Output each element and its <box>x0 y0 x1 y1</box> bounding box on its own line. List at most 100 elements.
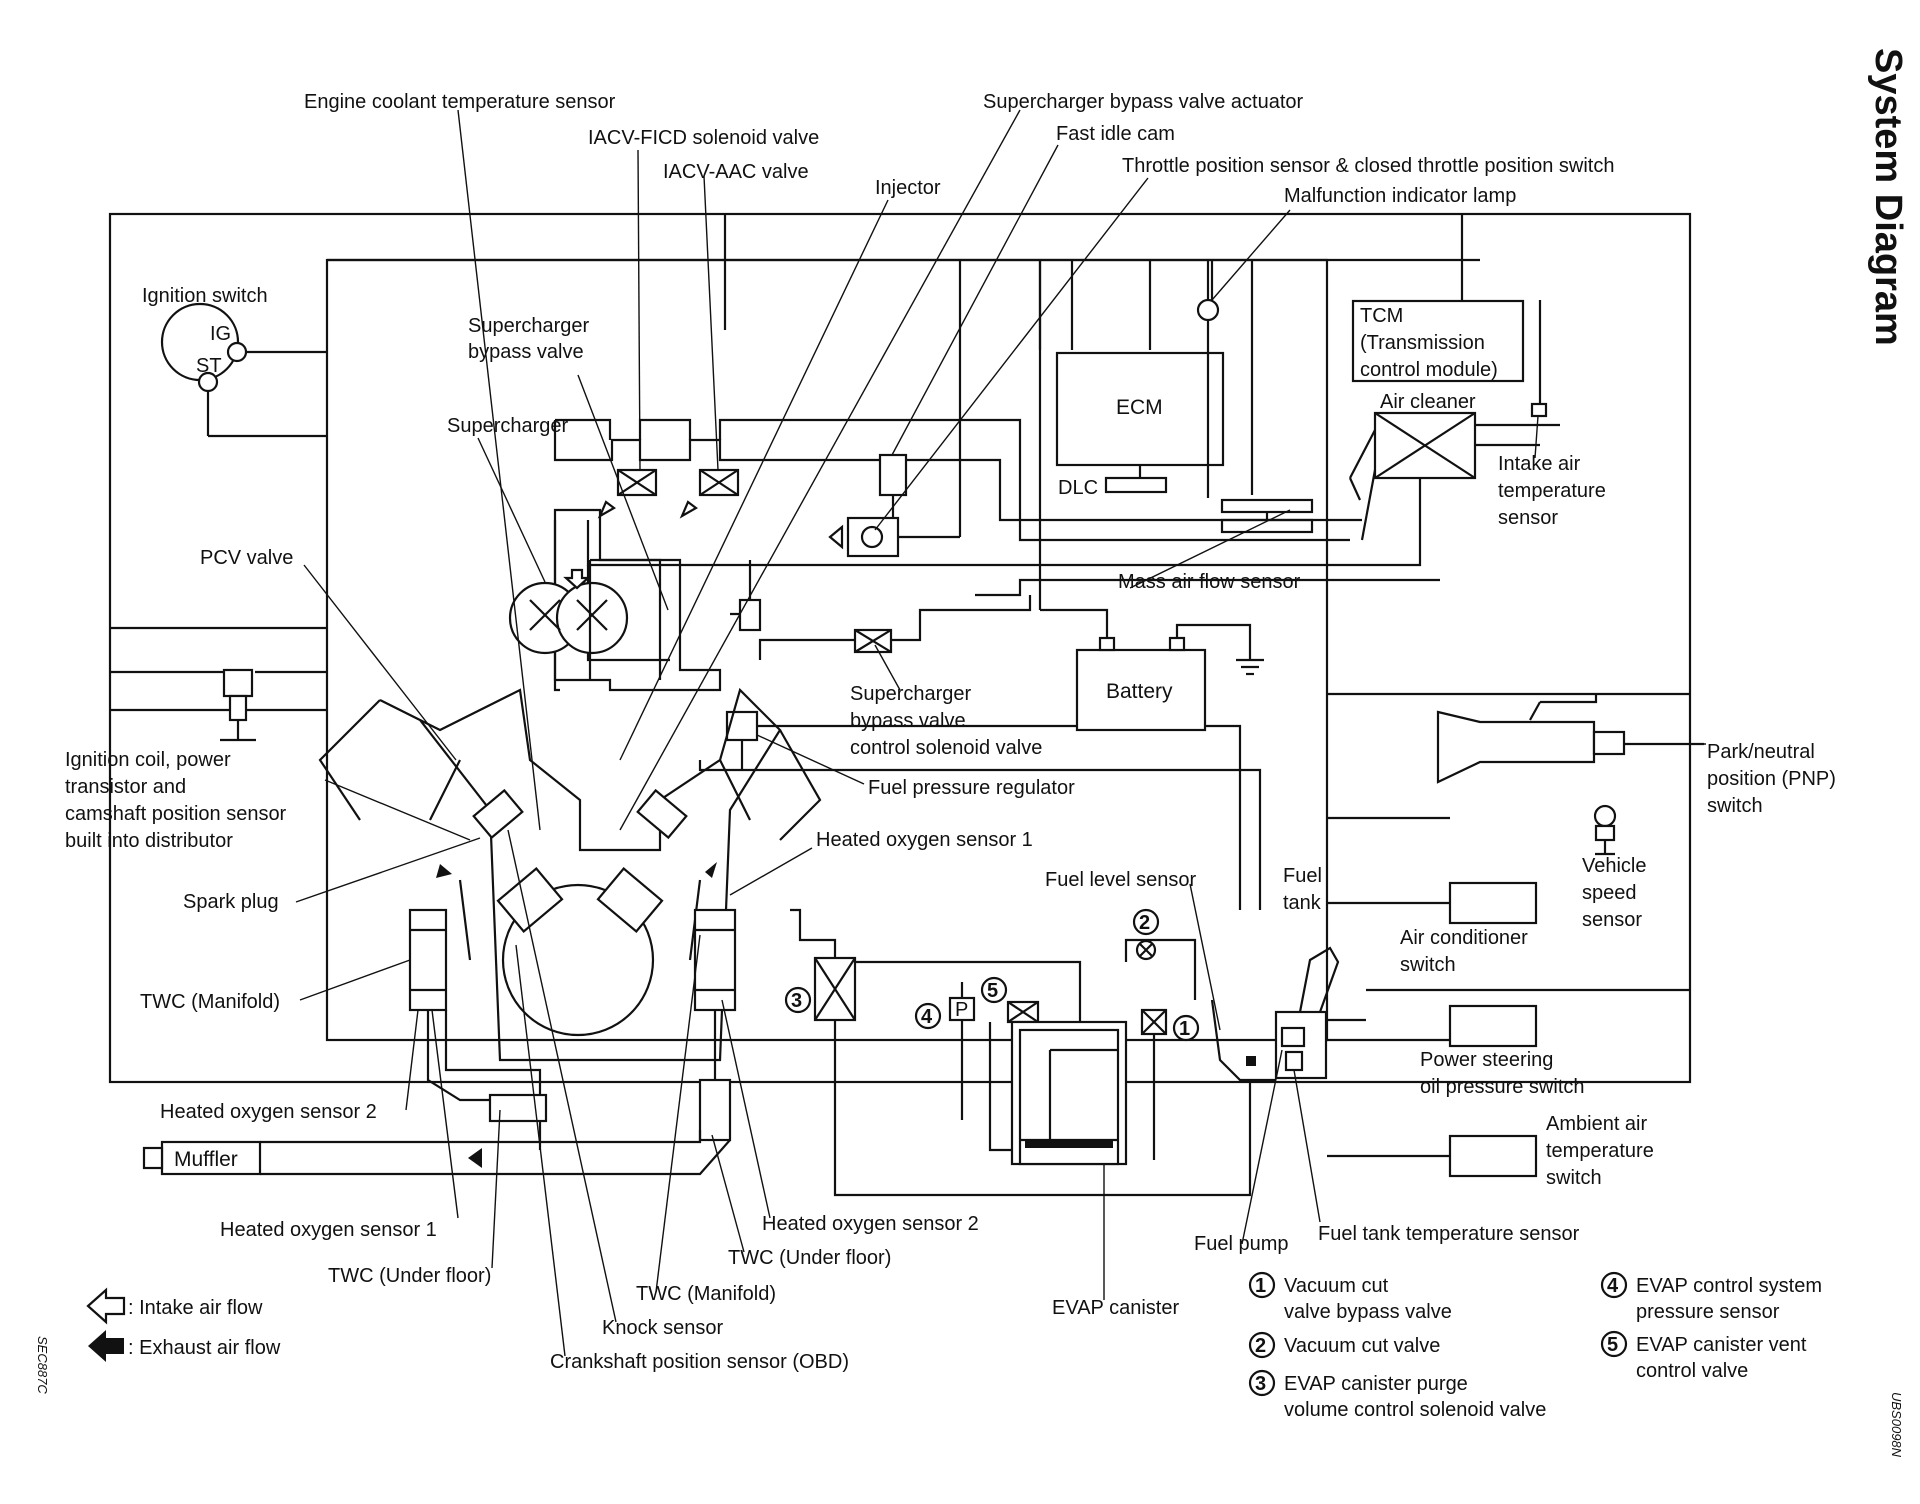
intake-flow-label: : Intake air flow <box>128 1297 263 1319</box>
intake-ducts <box>553 260 1440 692</box>
label-supercharger-bypass-valve-2: bypass valve <box>468 341 584 363</box>
muffler-label: Muffler <box>174 1148 238 1171</box>
legend-text-3b: volume control solenoid valve <box>1284 1399 1546 1421</box>
label-evap-canister: EVAP canister <box>1052 1297 1179 1319</box>
battery-label: Battery <box>1106 680 1173 703</box>
label-sc-bypass-control-solenoid-1: Supercharger <box>850 683 972 705</box>
label-air-cleaner: Air cleaner <box>1380 391 1476 413</box>
label-fuel-tank-temperature-sensor: Fuel tank temperature sensor <box>1318 1223 1580 1245</box>
tcm-label-3: control module) <box>1360 359 1498 381</box>
label-vehicle-speed-3: sensor <box>1582 909 1642 931</box>
label-fuel-tank-1: Fuel <box>1283 865 1322 887</box>
ecm-label: ECM <box>1116 396 1163 419</box>
engine-block <box>318 687 822 1062</box>
evap-canister-vent-valve <box>1006 1000 1040 1024</box>
legend-item-2: 2 Vacuum cut valve <box>1248 1331 1440 1359</box>
label-sc-bypass-control-solenoid-3: control solenoid valve <box>850 737 1042 759</box>
exhaust-flow-arrow-icon <box>88 1330 124 1362</box>
label-sc-bypass-control-solenoid-2: bypass valve <box>850 710 966 732</box>
label-heated-oxygen-sensor-2-right: Heated oxygen sensor 2 <box>762 1213 979 1235</box>
label-spark-plug: Spark plug <box>183 891 279 913</box>
wiring-harness <box>108 212 1692 1084</box>
legend-text-3a: EVAP canister purge <box>1284 1373 1468 1395</box>
legend-item-1: 1 Vacuum cut valve bypass valve <box>1248 1271 1452 1323</box>
ambient-air-switch-box <box>1327 1134 1538 1178</box>
callout-3: 3 <box>791 990 802 1012</box>
label-pnp-switch-3: switch <box>1707 795 1763 817</box>
label-crankshaft-position-sensor: Crankshaft position sensor (OBD) <box>550 1351 849 1373</box>
label-injector: Injector <box>875 177 941 199</box>
intake-flow-arrow-icon <box>86 1287 126 1325</box>
label-power-steering-2: oil pressure switch <box>1420 1076 1585 1098</box>
flow-arrows <box>436 500 844 878</box>
legend-item-4: 4 EVAP control system pressure sensor <box>1600 1271 1822 1323</box>
label-ignition-coil-4: built into distributor <box>65 830 233 852</box>
fuel-pressure-regulator <box>698 710 1262 910</box>
label-supercharger: Supercharger <box>447 415 569 437</box>
evap-control-pressure-sensor: P <box>948 982 976 1120</box>
label-intake-air-temp-1: Intake air <box>1498 453 1581 475</box>
label-ignition-coil-3: camshaft position sensor <box>65 803 287 825</box>
power-steering-switch-box <box>1448 1004 1538 1048</box>
st-terminal-label: ST <box>196 355 222 377</box>
label-pcv-valve: PCV valve <box>200 547 293 569</box>
exhaust-flow-label: : Exhaust air flow <box>128 1337 281 1359</box>
label-fuel-level-sensor: Fuel level sensor <box>1045 869 1197 891</box>
twc-manifold-right-unit <box>693 908 737 1080</box>
legend-text-5a: EVAP canister vent <box>1636 1334 1807 1356</box>
label-twc-manifold-left: TWC (Manifold) <box>140 991 280 1013</box>
tcm-label-1: TCM <box>1360 305 1403 327</box>
label-fuel-pressure-regulator: Fuel pressure regulator <box>868 777 1075 799</box>
sc-bypass-valve <box>730 560 762 632</box>
legend-num-5: 5 <box>1607 1334 1618 1356</box>
mass-air-flow-sensor <box>1220 498 1314 534</box>
label-mass-air-flow-sensor: Mass air flow sensor <box>1118 571 1301 593</box>
distributor <box>220 668 256 742</box>
legend-text-1b: valve bypass valve <box>1284 1301 1452 1323</box>
label-heated-oxygen-sensor-2-left: Heated oxygen sensor 2 <box>160 1101 377 1123</box>
label-twc-manifold-center: TWC (Manifold) <box>636 1283 776 1305</box>
label-supercharger-bypass-valve-1: Supercharger <box>468 315 590 337</box>
label-intake-air-temp-2: temperature <box>1498 480 1606 502</box>
page-title: System Diagram <box>1867 48 1909 346</box>
label-pnp-switch-1: Park/neutral <box>1707 741 1815 763</box>
iacv-ficd-solenoid-valve <box>616 468 658 497</box>
label-fast-idle-cam: Fast idle cam <box>1056 123 1175 145</box>
sc-bypass-valve-control-solenoid <box>758 595 1032 660</box>
side-code-left: SEC887C <box>35 1336 50 1394</box>
legend-num-2: 2 <box>1255 1335 1266 1357</box>
label-air-conditioner-2: switch <box>1400 954 1456 976</box>
iacv-aac-valve <box>698 468 740 497</box>
exhaust-pipe <box>260 1130 731 1176</box>
evap-canister-body <box>988 1020 1128 1166</box>
label-knock-sensor: Knock sensor <box>602 1317 724 1339</box>
callout-5: 5 <box>987 980 998 1002</box>
label-heated-oxygen-sensor-1-right: Heated oxygen sensor 1 <box>816 829 1033 851</box>
label-ignition-coil-1: Ignition coil, power <box>65 749 231 771</box>
pnp-switch-unit <box>1436 694 1704 784</box>
flow-legend: : Intake air flow : Exhaust air flow <box>86 1287 281 1362</box>
air-conditioner-switch-box <box>1448 881 1538 925</box>
legend-item-3: 3 EVAP canister purge volume control sol… <box>1248 1369 1546 1421</box>
legend-text-5b: control valve <box>1636 1360 1748 1382</box>
label-vehicle-speed-2: speed <box>1582 882 1637 904</box>
label-air-conditioner-1: Air conditioner <box>1400 927 1528 949</box>
legend-text-1a: Vacuum cut <box>1284 1275 1389 1297</box>
vehicle-speed-sensor-unit <box>1593 804 1617 856</box>
label-iacv-ficd-solenoid-valve: IACV-FICD solenoid valve <box>588 127 819 149</box>
muffler-box: Muffler <box>142 1140 262 1176</box>
callout-2: 2 <box>1139 912 1150 934</box>
label-iacv-aac-valve: IACV-AAC valve <box>663 161 809 183</box>
label-power-steering-1: Power steering <box>1420 1049 1553 1071</box>
label-fuel-pump: Fuel pump <box>1194 1233 1289 1255</box>
label-engine-coolant-temperature-sensor: Engine coolant temperature sensor <box>304 91 616 113</box>
legend-num-3: 3 <box>1255 1373 1266 1395</box>
component-labels: Engine coolant temperature sensor IACV-F… <box>65 91 1836 1373</box>
label-twc-under-floor-right: TWC (Under floor) <box>728 1247 891 1269</box>
label-ambient-air-2: temperature <box>1546 1140 1654 1162</box>
air-cleaner <box>1348 402 1560 541</box>
twc-underfloor-units <box>488 1078 732 1142</box>
fuel-tank <box>1210 946 1340 1082</box>
label-ambient-air-3: switch <box>1546 1167 1602 1189</box>
